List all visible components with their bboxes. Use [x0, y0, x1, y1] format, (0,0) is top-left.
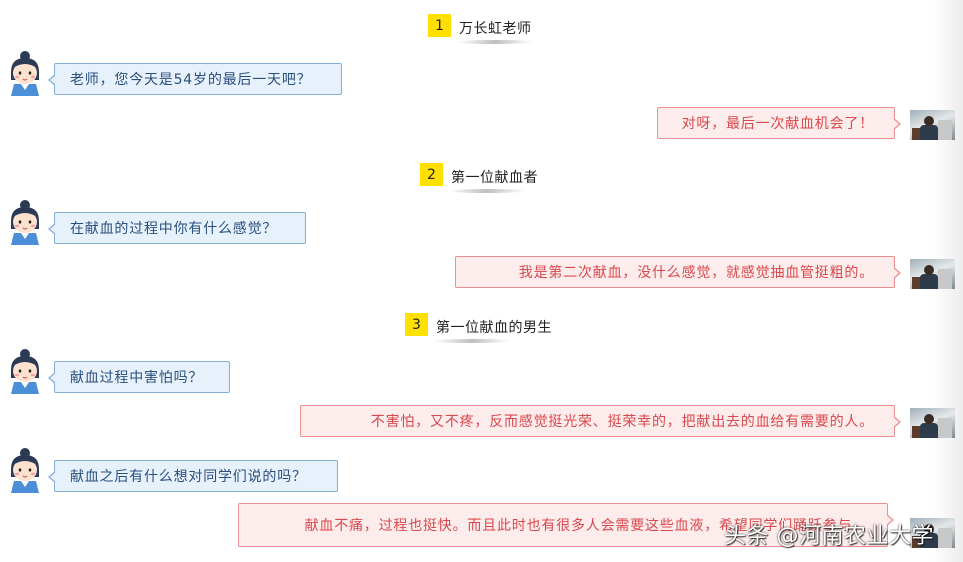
header-underline-shadow [446, 189, 528, 193]
header-underline-shadow [454, 40, 536, 44]
section-title: 第一位献血者 [451, 170, 538, 186]
watermark: 头条 @河南农业大学 [724, 524, 934, 549]
question-bubble: 献血之后有什么想对同学们说的吗？ [48, 460, 338, 492]
section-number-badge: 2 [420, 163, 443, 186]
interviewer-avatar-icon [6, 50, 44, 96]
section-title: 万长虹老师 [459, 21, 532, 37]
respondent-photo-avatar [910, 110, 955, 140]
answer-bubble: 不害怕，又不疼，反而感觉挺光荣、挺荣幸的，把献出去的血给有需要的人。 [300, 405, 901, 437]
interviewer-avatar-icon [6, 447, 44, 493]
interviewer-avatar-icon [6, 348, 44, 394]
respondent-photo-avatar [910, 518, 955, 548]
section-number-badge: 3 [405, 313, 428, 336]
interviewer-avatar-icon [6, 199, 44, 245]
section-title: 第一位献血的男生 [436, 320, 552, 336]
section-number-badge: 1 [428, 14, 451, 37]
respondent-photo-avatar [910, 408, 955, 438]
answer-bubble: 对呀，最后一次献血机会了！ [657, 107, 901, 139]
answer-bubble: 我是第二次献血，没什么感觉，就感觉抽血管挺粗的。 [455, 256, 901, 288]
section-header-3: 3 第一位献血的男生 [405, 313, 575, 343]
question-bubble: 在献血的过程中你有什么感觉？ [48, 212, 306, 244]
header-underline-shadow [431, 339, 513, 343]
answer-bubble: 献血不痛，过程也挺快。而且此时也有很多人会需要这些血液，希望同学们踊跃参与。 [238, 503, 894, 547]
respondent-photo-avatar [910, 259, 955, 289]
question-bubble: 老师，您今天是54岁的最后一天吧？ [48, 63, 342, 95]
question-bubble: 献血过程中害怕吗？ [48, 361, 230, 393]
section-header-2: 2 第一位献血者 [420, 163, 560, 193]
section-header-1: 1 万长虹老师 [428, 14, 548, 44]
